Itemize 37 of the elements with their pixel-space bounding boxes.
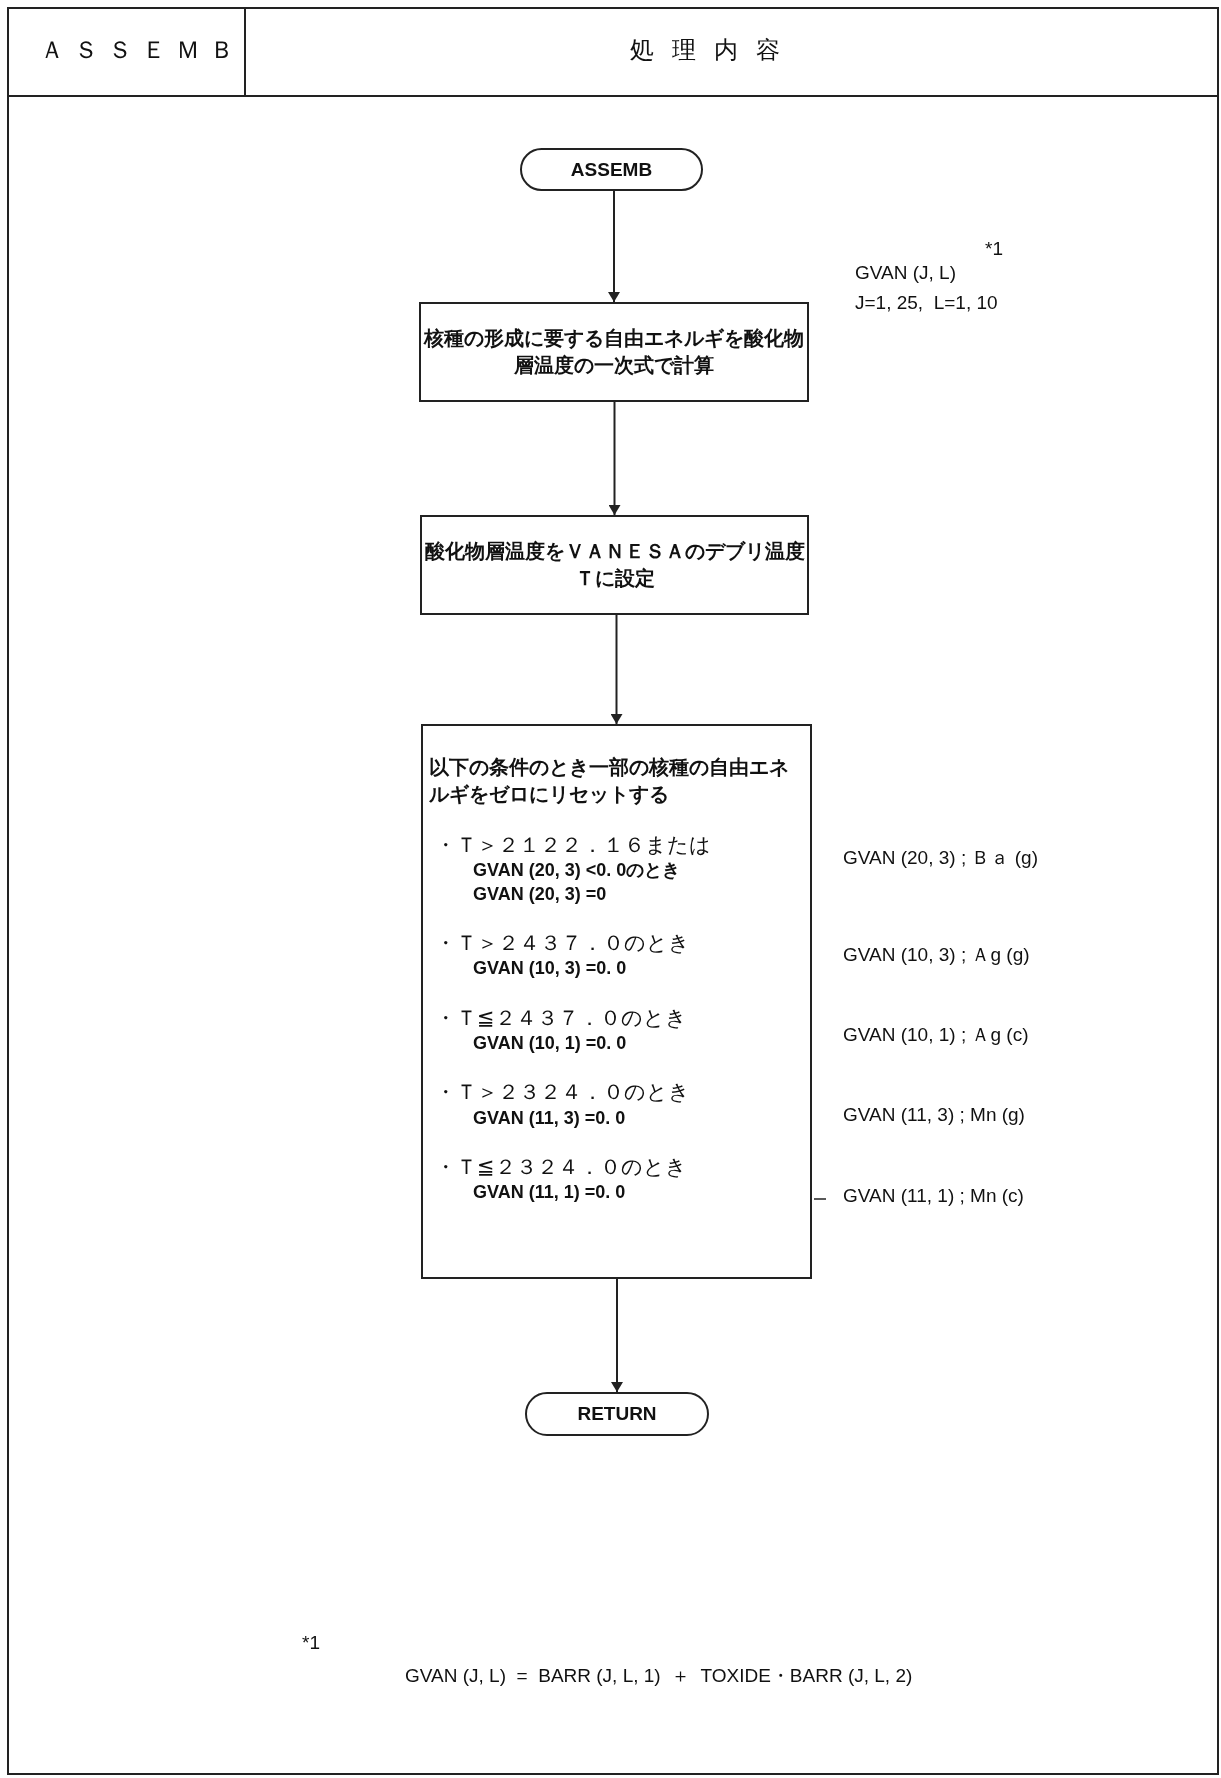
assignment-text: ・Ｔ≦２３２４．０のとき	[434, 1154, 687, 1182]
condition-text: GVAN (10, 3) =0. 0	[472, 957, 627, 981]
process-box	[419, 302, 809, 402]
condition-text: GVAN (11, 3) =0. 0	[472, 1106, 626, 1130]
box-text: 酸化物層温度をＶＡＮＥＳＡのデブリ温度Ｔに設定	[423, 538, 806, 592]
terminal-box	[520, 148, 703, 191]
species-note: GVAN (10, 1) ; Ａg (c)	[843, 1023, 1029, 1047]
condition-text: GVAN (20, 3) =0	[472, 882, 607, 906]
arrow	[608, 401, 621, 516]
index-range: J=1, 25, L=1, 10	[855, 292, 998, 314]
box-heading: 以下の条件のとき一部の核種の自由エネルギをゼロにリセットする	[429, 754, 790, 808]
arrow	[611, 1278, 623, 1393]
box-text: ASSEMB	[570, 157, 653, 182]
terminal-box	[525, 1392, 709, 1436]
assignment-text: GVAN (20, 3) <0. 0のとき	[472, 859, 681, 883]
condition-text: ・Ｔ＞２１２２．１６または	[434, 832, 711, 859]
process-box	[421, 724, 812, 1279]
footnote-mark: *1	[302, 1632, 320, 1654]
assignment-text: ・Ｔ≦２４３７．０のとき	[434, 1004, 687, 1032]
condition-text: GVAN (10, 1) =0. 0	[472, 1032, 627, 1056]
arrow	[608, 190, 620, 303]
species-note: GVAN (10, 3) ; Ａg (g)	[843, 943, 1030, 967]
array-name: GVAN (J, L)	[855, 262, 956, 284]
assignment-text: ・Ｔ＞２４３７．０のとき	[434, 930, 690, 958]
formula-text: GVAN (J, L) = BARR (J, L, 1) ＋ TOXIDE・BARR (J, L, 2)	[405, 1664, 913, 1688]
box-text: 核種の形成に要する自由エネルギを酸化物層温度の一次式で計算	[422, 325, 805, 379]
process-box	[420, 515, 809, 615]
species-note: GVAN (20, 3) ; Ｂａ (g)	[843, 846, 1038, 870]
footnote-mark: *1	[985, 238, 1003, 260]
assignment-text: ・Ｔ＞２３２４．０のとき	[434, 1079, 690, 1107]
header-title: 処 理 内 容	[630, 36, 786, 65]
condition-text: GVAN (11, 1) =0. 0	[472, 1181, 626, 1205]
header-label: ＡＳＳＥＭＢ	[40, 36, 244, 65]
species-note: GVAN (11, 3) ; Mn (g)	[843, 1104, 1025, 1126]
arrow	[610, 614, 623, 725]
species-note: GVAN (11, 1) ; Mn (c)	[843, 1185, 1024, 1207]
box-text: RETURN	[577, 1402, 657, 1427]
